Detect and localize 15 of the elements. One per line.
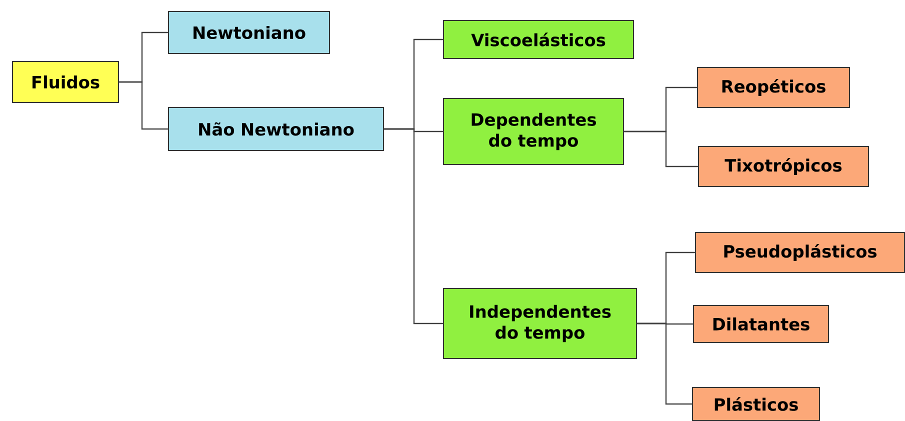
connector-line (119, 81, 168, 130)
connector-line (384, 128, 443, 324)
category-box: Dependentes do tempo (443, 98, 624, 165)
category-box: Não Newtoniano (168, 107, 384, 151)
category-box: Independentes do tempo (443, 288, 637, 359)
category-box: Plásticos (692, 387, 820, 421)
category-box: Fluidos (12, 61, 119, 103)
category-box: Dilatantes (693, 305, 829, 343)
connector-line (637, 322, 692, 405)
category-box: Viscoelásticos (443, 20, 634, 59)
category-box: Reopéticos (697, 67, 850, 108)
category-box: Tixotrópicos (698, 146, 869, 187)
category-box: Pseudoplásticos (695, 232, 905, 273)
category-box: Newtoniano (168, 11, 330, 54)
connector-line (624, 130, 698, 168)
